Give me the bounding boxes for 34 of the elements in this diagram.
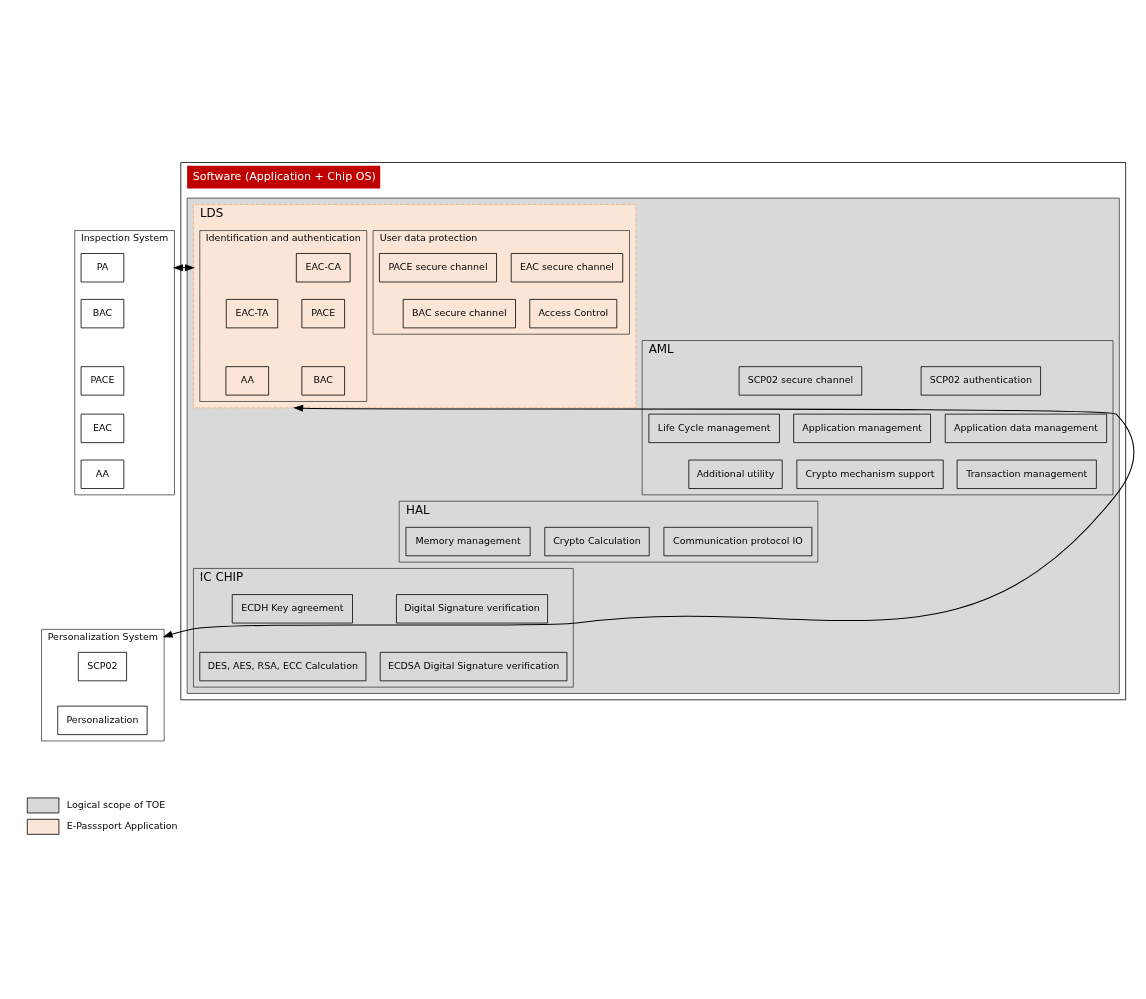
node-box: Application management — [793, 413, 931, 443]
node-box: Application data management — [944, 413, 1108, 443]
node-box: AA — [225, 365, 270, 396]
node-box: Crypto Calculation — [544, 526, 650, 556]
node-box: Memory management — [405, 526, 531, 556]
node-box: BAC — [80, 298, 125, 328]
node-box: EAC-CA — [295, 252, 351, 282]
node-box: PACE — [301, 298, 345, 328]
node-box: Additional utility — [688, 459, 783, 489]
node-box: PACE secure channel — [379, 252, 497, 282]
node-box: Personalization — [57, 705, 148, 735]
arrow — [162, 404, 1135, 637]
node-box: SCP02 secure channel — [738, 365, 863, 396]
node-box: Digital Signature verification — [396, 593, 548, 623]
node-box: DES, AES, RSA, ECC Calculation — [199, 651, 367, 681]
node-box: Access Control — [529, 298, 618, 328]
node-box: ECDH Key agreement — [231, 593, 353, 623]
legend-label: Logical scope of TOE — [66, 798, 166, 810]
node-box: PA — [80, 252, 125, 282]
node-box: Life Cycle management — [648, 413, 780, 443]
node-box: EAC secure channel — [510, 252, 624, 282]
legend-label: E-Passsport Application — [66, 819, 178, 831]
node-box: BAC secure channel — [402, 298, 516, 328]
node-box: PACE — [80, 365, 125, 396]
node-box: EAC — [80, 413, 125, 443]
node-box: SCP02 — [77, 651, 127, 681]
node-box: AA — [80, 459, 125, 489]
node-box: Crypto mechanism support — [796, 459, 944, 489]
node-box: BAC — [301, 365, 345, 396]
node-box: Transaction management — [956, 459, 1097, 489]
node-box: Communication protocol IO — [663, 526, 813, 556]
node-box: ECDSA Digital Signature verification — [379, 651, 568, 681]
node-box: EAC-TA — [225, 298, 279, 328]
node-box: SCP02 authentication — [920, 365, 1041, 396]
